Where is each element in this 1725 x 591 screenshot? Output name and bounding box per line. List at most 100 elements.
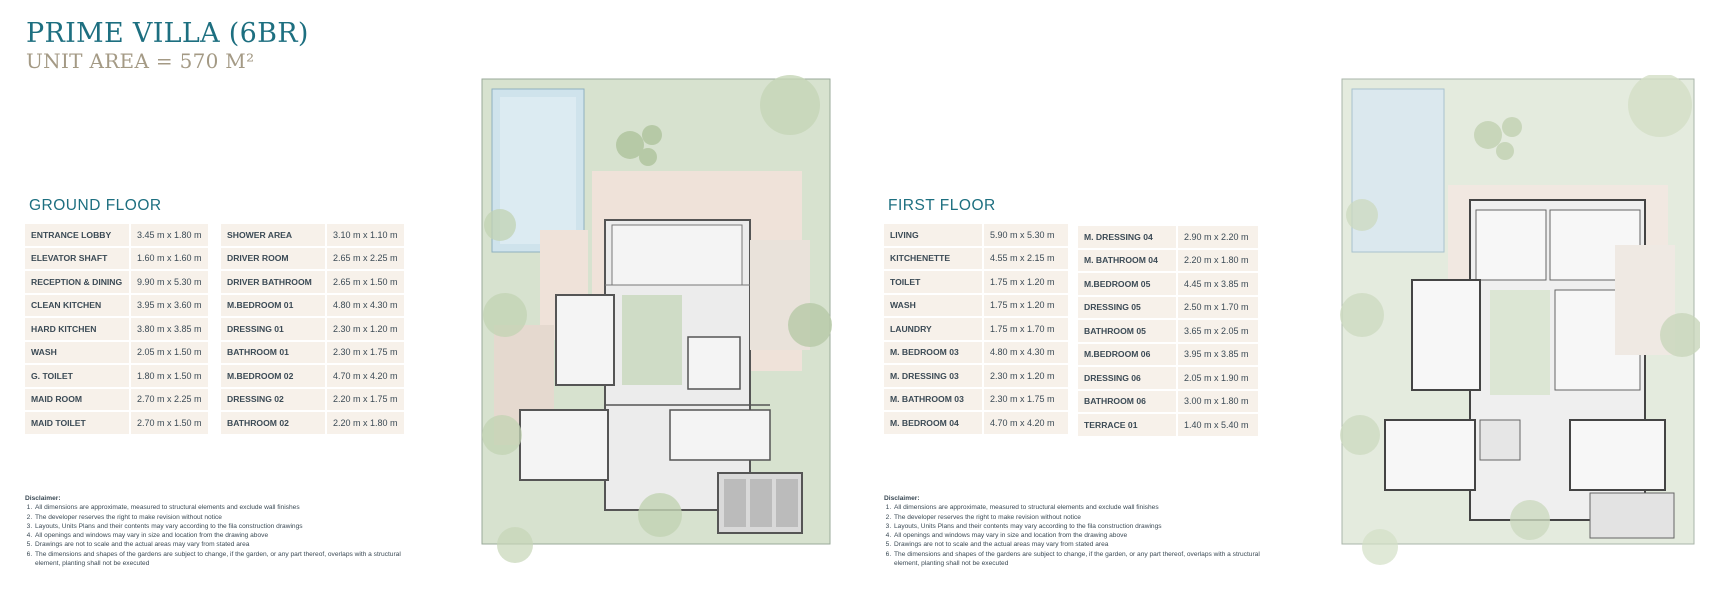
- disclaimer-item: All dimensions are approximate, measured…: [893, 503, 1264, 512]
- disclaimer-item: All openings and windows may vary in siz…: [893, 531, 1264, 540]
- disclaimer-item: Layouts, Units Plans and their contents …: [893, 522, 1264, 531]
- room-name: ENTRANCE LOBBY: [25, 224, 131, 246]
- first-floor-heading: FIRST FLOOR: [888, 197, 996, 214]
- room-size: 1.75 m x 1.20 m: [984, 271, 1068, 293]
- room-size: 4.45 m x 3.85 m: [1178, 273, 1258, 295]
- disclaimer-list: All dimensions are approximate, measured…: [25, 503, 405, 568]
- room-name: CLEAN KITCHEN: [25, 294, 131, 316]
- room-size: 5.90 m x 5.30 m: [984, 224, 1068, 246]
- room-name: M.BEDROOM 05: [1078, 273, 1178, 295]
- room-name: M. BATHROOM 04: [1078, 249, 1178, 271]
- room-name: WASH: [25, 341, 131, 363]
- room-name: LAUNDRY: [884, 318, 984, 340]
- room-size: 2.30 m x 1.75 m: [984, 388, 1068, 410]
- room-name: BATHROOM 02: [221, 412, 327, 434]
- disclaimer-item: The dimensions and shapes of the gardens…: [893, 550, 1264, 569]
- room-size: 2.20 m x 1.80 m: [1178, 249, 1258, 271]
- room-size: 1.60 m x 1.60 m: [131, 247, 208, 269]
- room-name: BATHROOM 05: [1078, 320, 1178, 342]
- room-name: BATHROOM 01: [221, 341, 327, 363]
- room-name: DRESSING 05: [1078, 296, 1178, 318]
- disclaimer-item: The dimensions and shapes of the gardens…: [34, 550, 405, 569]
- room-size: 2.05 m x 1.90 m: [1178, 367, 1258, 389]
- room-name: WASH: [884, 294, 984, 316]
- room-name: G. TOILET: [25, 365, 131, 387]
- disclaimer-item: All openings and windows may vary in siz…: [34, 531, 405, 540]
- room-name: RECEPTION & DINING: [25, 271, 131, 293]
- room-name: LIVING: [884, 224, 984, 246]
- room-size: 4.80 m x 4.30 m: [984, 341, 1068, 363]
- room-name: HARD KITCHEN: [25, 318, 131, 340]
- room-size: 4.55 m x 2.15 m: [984, 247, 1068, 269]
- room-name: M.BEDROOM 01: [221, 294, 327, 316]
- room-size: 3.80 m x 3.85 m: [131, 318, 208, 340]
- disclaimer-heading: Disclaimer:: [25, 495, 61, 502]
- room-name: DRESSING 06: [1078, 367, 1178, 389]
- room-name: ELEVATOR SHAFT: [25, 247, 131, 269]
- room-size: 3.10 m x 1.10 m: [327, 224, 404, 246]
- disclaimer-heading: Disclaimer:: [884, 495, 920, 502]
- page-title: PRIME VILLA (6BR): [26, 18, 309, 49]
- room-size: 2.30 m x 1.20 m: [327, 318, 404, 340]
- room-size: 2.90 m x 2.20 m: [1178, 226, 1258, 248]
- room-name: DRIVER ROOM: [221, 247, 327, 269]
- room-size: 2.70 m x 1.50 m: [131, 412, 208, 434]
- room-name: MAID ROOM: [25, 388, 131, 410]
- room-size: 2.20 m x 1.80 m: [327, 412, 404, 434]
- disclaimer-item: Layouts, Units Plans and their contents …: [34, 522, 405, 531]
- room-size: 2.05 m x 1.50 m: [131, 341, 208, 363]
- room-name: MAID TOILET: [25, 412, 131, 434]
- room-size: 3.00 m x 1.80 m: [1178, 390, 1258, 412]
- ground-floor-plan: [480, 75, 835, 570]
- room-name: DRESSING 01: [221, 318, 327, 340]
- room-name: DRESSING 02: [221, 388, 327, 410]
- room-name: M. DRESSING 03: [884, 365, 984, 387]
- disclaimer-item: The developer reserves the right to make…: [34, 513, 405, 522]
- ground-floor-heading: GROUND FLOOR: [29, 197, 162, 214]
- room-name: KITCHENETTE: [884, 247, 984, 269]
- room-size: 2.65 m x 2.25 m: [327, 247, 404, 269]
- first-floor-disclaimer: Disclaimer: All dimensions are approxima…: [884, 494, 1264, 568]
- room-size: 1.40 m x 5.40 m: [1178, 414, 1258, 436]
- room-name: M.BEDROOM 06: [1078, 343, 1178, 365]
- room-size: 3.95 m x 3.85 m: [1178, 343, 1258, 365]
- room-name: M.BEDROOM 02: [221, 365, 327, 387]
- room-size: 3.65 m x 2.05 m: [1178, 320, 1258, 342]
- room-name: TERRACE 01: [1078, 414, 1178, 436]
- ground-floor-disclaimer: Disclaimer: All dimensions are approxima…: [25, 494, 405, 568]
- disclaimer-item: All dimensions are approximate, measured…: [34, 503, 405, 512]
- room-name: M. BEDROOM 03: [884, 341, 984, 363]
- room-size: 1.80 m x 1.50 m: [131, 365, 208, 387]
- room-size: 2.20 m x 1.75 m: [327, 388, 404, 410]
- room-name: DRIVER BATHROOM: [221, 271, 327, 293]
- room-size: 1.75 m x 1.70 m: [984, 318, 1068, 340]
